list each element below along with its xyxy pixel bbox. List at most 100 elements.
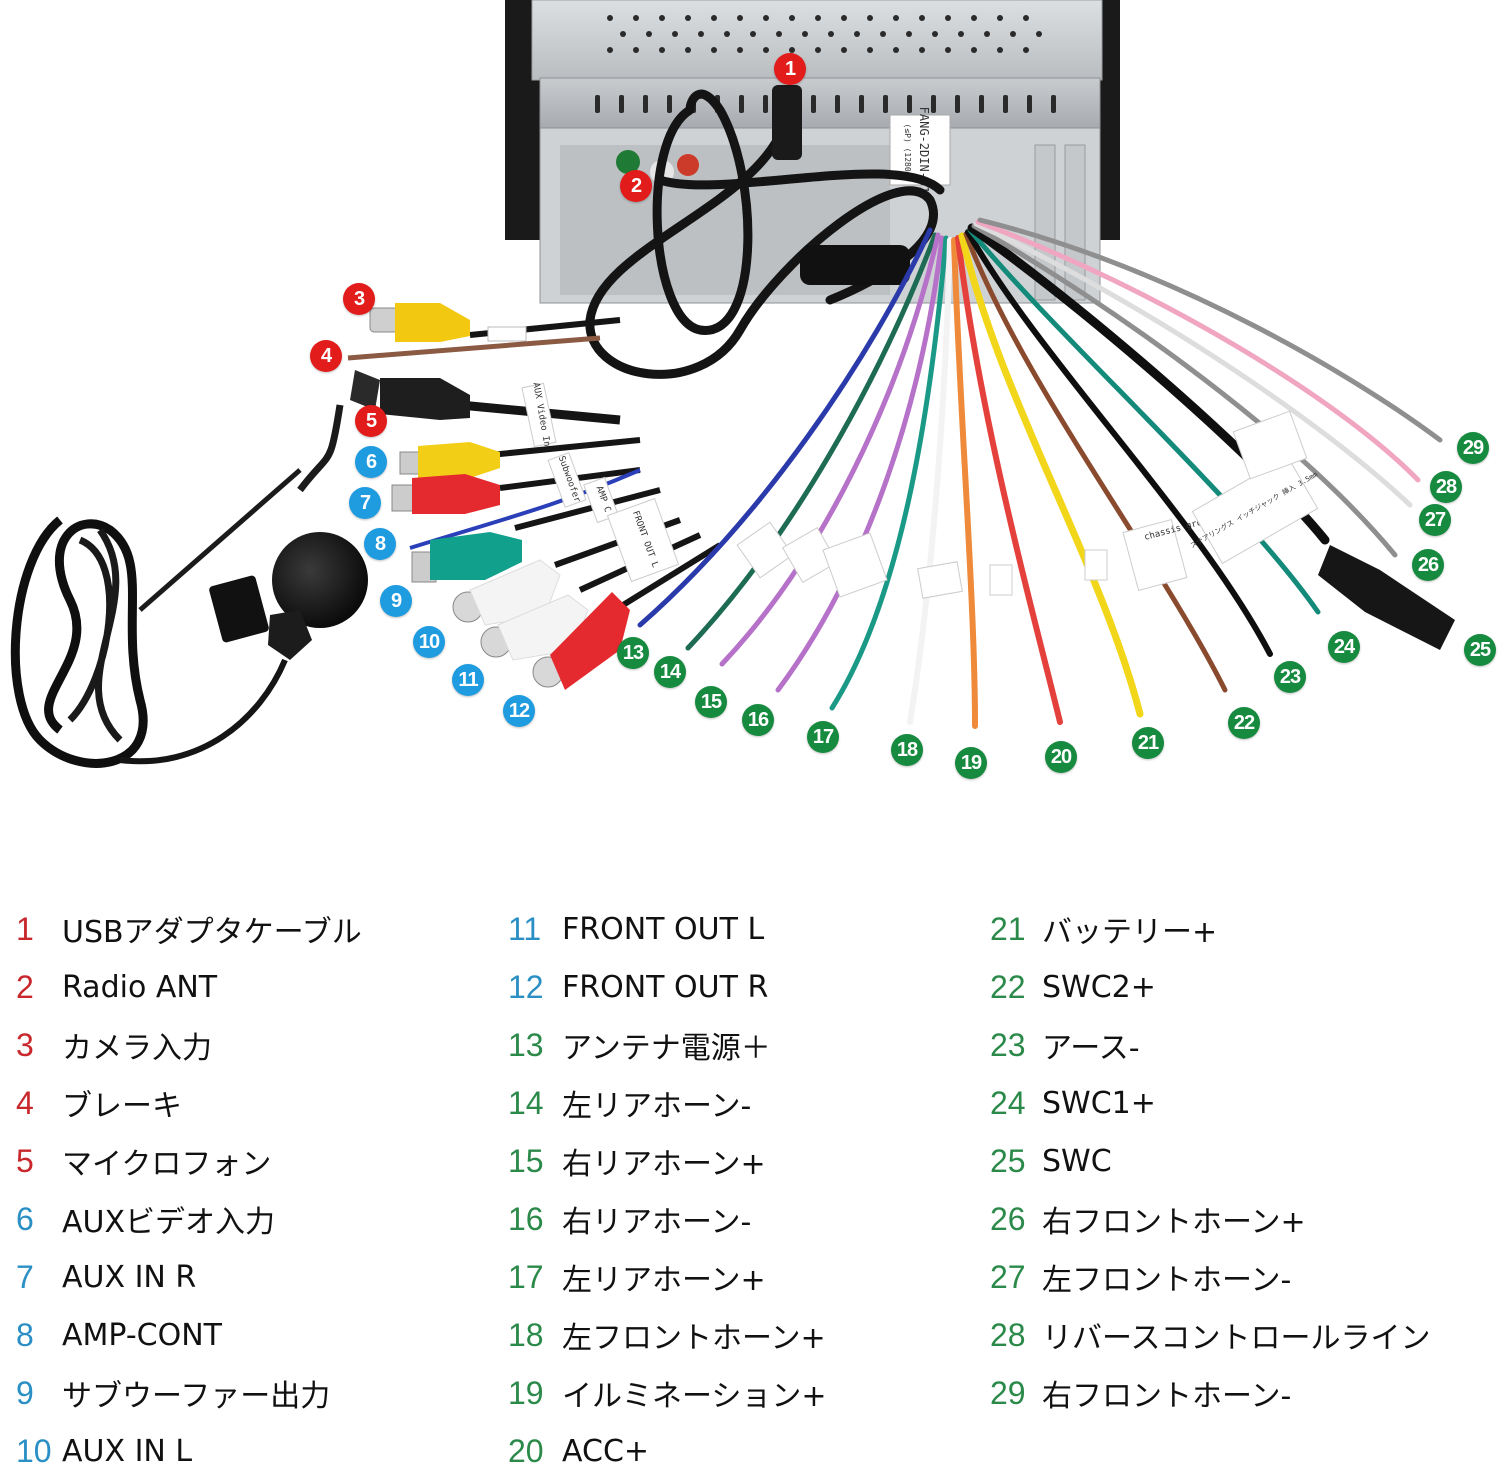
legend-label: 左リアホーン+	[562, 1263, 766, 1298]
microphone	[10, 468, 368, 768]
badge-13: 13	[617, 637, 649, 669]
vent-hole	[789, 47, 795, 53]
badge-1: 1	[774, 53, 806, 85]
vent-slot	[883, 95, 888, 113]
legend-number: 14	[508, 1084, 544, 1121]
legend-label: AUX IN L	[62, 1433, 193, 1463]
badge-17: 17	[807, 721, 839, 753]
unit-top-panel	[531, 0, 1103, 81]
vent-slot	[859, 95, 864, 113]
vent-hole	[789, 15, 795, 21]
vent-slot	[907, 95, 912, 113]
legend-number: 11	[508, 910, 542, 947]
vent-hole	[997, 15, 1003, 21]
legend-label: バッテリー+	[1042, 915, 1218, 950]
vent-hole	[1023, 47, 1029, 53]
vent-hole	[945, 47, 951, 53]
vent-hole	[737, 47, 743, 53]
wiring-harness-photo: FANG-2DIN-01 (≤P) (1280)	[10, 0, 1455, 768]
legend-number: 16	[508, 1200, 544, 1237]
legend-label: SWC1+	[1042, 1085, 1156, 1121]
vent-slots	[595, 95, 1056, 113]
legend-number: 2	[16, 968, 34, 1005]
vent-hole	[607, 15, 613, 21]
badge-22: 22	[1228, 707, 1260, 739]
vent-hole	[919, 15, 925, 21]
legend-item: 17 左リアホーン+	[508, 1248, 827, 1306]
badge-23: 23	[1274, 661, 1306, 693]
badge-7: 7	[349, 487, 381, 519]
badge-10: 10	[413, 626, 445, 658]
badge-27: 27	[1419, 504, 1451, 536]
vent-hole	[685, 15, 691, 21]
vent-hole	[1036, 31, 1042, 37]
legend-item: 21 バッテリー+	[990, 900, 1431, 958]
vent-hole	[984, 31, 990, 37]
legend-label: カメラ入力	[62, 1031, 212, 1066]
legend-number: 8	[16, 1316, 34, 1353]
vent-slot	[739, 95, 744, 113]
vent-hole	[711, 15, 717, 21]
red-port	[677, 154, 699, 176]
legend-number: 5	[16, 1142, 34, 1179]
vent-hole	[776, 31, 782, 37]
vent-slot	[667, 95, 672, 113]
badge-5: 5	[355, 405, 387, 437]
badge-20: 20	[1045, 741, 1077, 773]
legend-number: 27	[990, 1258, 1026, 1295]
vent-hole	[737, 15, 743, 21]
legend-label: 左フロントホーン-	[1042, 1263, 1292, 1298]
badge-28: 28	[1430, 471, 1462, 503]
vent-hole	[620, 31, 626, 37]
vent-hole	[1023, 15, 1029, 21]
vent-hole	[906, 31, 912, 37]
model-label: FANG-2DIN-01	[917, 107, 931, 194]
legend-number: 17	[508, 1258, 544, 1295]
badge-12: 12	[503, 695, 535, 727]
badge-14: 14	[654, 656, 686, 688]
legend-label: 右フロントホーン+	[1042, 1205, 1306, 1240]
vent-hole	[828, 31, 834, 37]
legend-number: 18	[508, 1316, 544, 1353]
legend-label: SWC2+	[1042, 969, 1156, 1005]
vent-slot	[955, 95, 960, 113]
vent-hole	[633, 15, 639, 21]
vent-hole	[711, 47, 717, 53]
vent-hole	[945, 15, 951, 21]
legend-label: イルミネーション+	[562, 1379, 827, 1414]
legend-label: アース-	[1042, 1031, 1140, 1066]
legend-item: 10 AUX IN L	[16, 1422, 362, 1463]
legend-label: FRONT OUT L	[562, 911, 765, 947]
legend-number: 10	[16, 1432, 52, 1463]
legend-number: 23	[990, 1026, 1026, 1063]
badge-25: 25	[1464, 634, 1496, 666]
legend-number: 4	[16, 1084, 34, 1121]
badge-9: 9	[380, 585, 412, 617]
legend-number: 21	[990, 910, 1026, 947]
legend-label: AMP-CONT	[62, 1317, 222, 1353]
legend-label: ブレーキ	[62, 1089, 182, 1124]
loose-wires	[637, 217, 1443, 729]
badge-19: 19	[955, 747, 987, 779]
legend-number: 20	[508, 1432, 544, 1463]
vent-hole	[841, 15, 847, 21]
legend-number: 6	[16, 1200, 34, 1237]
vent-hole	[880, 31, 886, 37]
vent-slot	[595, 95, 600, 113]
vent-hole	[971, 47, 977, 53]
vent-slot	[763, 95, 768, 113]
